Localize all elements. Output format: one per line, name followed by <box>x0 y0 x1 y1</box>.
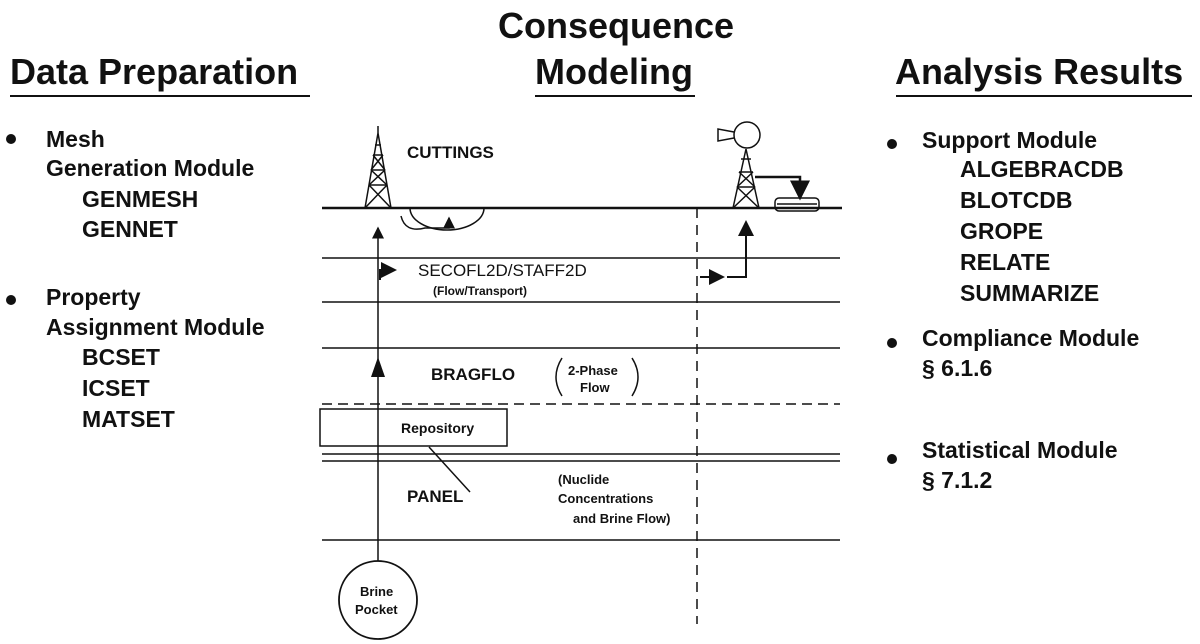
two-phase-bracket-right <box>631 357 639 397</box>
statistical-module-label: Statistical Module <box>922 437 1118 463</box>
bullet-compliance <box>887 338 897 348</box>
tank-flow-arrow <box>755 175 810 201</box>
cuttings-label: CUTTINGS <box>407 143 494 162</box>
compliance-module-label: Compliance Module <box>922 325 1140 351</box>
blotcdb-label: BLOTCDB <box>960 187 1073 213</box>
matset-label: MATSET <box>82 406 175 432</box>
left-drill-rig-icon <box>364 126 392 209</box>
bullet-statistical <box>887 454 897 464</box>
transport-to-surface-arrow <box>727 220 754 278</box>
secofl-label: SECOFL2D/STAFF2D <box>418 261 587 280</box>
panel-pointer <box>428 446 471 493</box>
property-label: Property <box>46 284 141 310</box>
consequence-heading: Consequence <box>498 5 735 46</box>
bragflo-label: BRAGFLO <box>431 365 515 384</box>
secofl-inflow-arrow <box>379 262 397 280</box>
repository-box <box>319 408 508 447</box>
pump-nozzle <box>717 128 735 142</box>
summarize-label: SUMMARIZE <box>960 280 1100 306</box>
nuclide-label-3: and Brine Flow) <box>573 511 671 526</box>
genmesh-label: GENMESH <box>82 186 199 212</box>
cuttings-flow-arrow <box>400 215 455 230</box>
repository-label: Repository <box>401 420 474 436</box>
bullet-mesh <box>6 134 16 144</box>
mesh-generation-label: Generation Module <box>46 155 255 181</box>
grope-label: GROPE <box>960 218 1044 244</box>
nuclide-label-1: (Nuclide <box>558 472 609 487</box>
two-phase-label-2: Flow <box>580 380 610 395</box>
data-preparation-underline <box>10 95 310 97</box>
bcset-label: BCSET <box>82 344 160 370</box>
bullet-property <box>6 295 16 305</box>
pocket-label: Pocket <box>355 602 398 617</box>
pump-wheel <box>733 121 761 149</box>
gennet-label: GENNET <box>82 216 178 242</box>
brine-pocket-circle <box>338 560 418 640</box>
mesh-label: Mesh <box>46 126 105 152</box>
modeling-underline <box>535 95 695 97</box>
brine-label: Brine <box>360 584 393 599</box>
two-phase-label-1: 2-Phase <box>568 363 618 378</box>
two-phase-bracket-left <box>555 357 563 397</box>
flow-transport-label: (Flow/Transport) <box>433 284 527 298</box>
analysis-results-underline <box>896 95 1192 97</box>
analysis-results-heading: Analysis Results <box>895 51 1184 92</box>
support-module-label: Support Module <box>922 127 1098 153</box>
nuclide-label-2: Concentrations <box>558 491 653 506</box>
upflow-arrowhead <box>371 357 385 377</box>
right-drill-rig-icon <box>717 121 761 209</box>
cuttings-pit <box>409 207 485 231</box>
modeling-heading: Modeling <box>535 51 693 92</box>
icset-label: ICSET <box>82 375 150 401</box>
panel-label: PANEL <box>407 487 463 506</box>
statistical-section-label: § 7.1.2 <box>922 467 993 493</box>
data-preparation-heading: Data Preparation <box>10 51 299 92</box>
algebracdb-label: ALGEBRACDB <box>960 156 1124 182</box>
assignment-module-label: Assignment Module <box>46 314 265 340</box>
compliance-section-label: § 6.1.6 <box>922 355 993 381</box>
relate-label: RELATE <box>960 249 1051 275</box>
bullet-support <box>887 139 897 149</box>
